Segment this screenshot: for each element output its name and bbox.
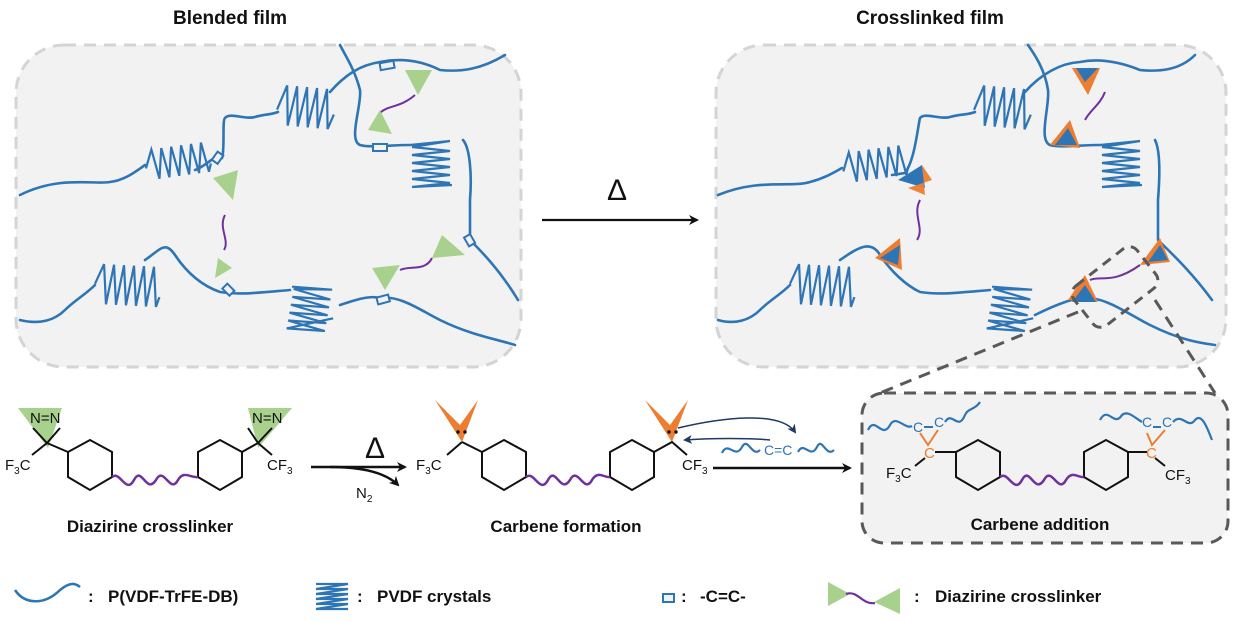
c-atom: C [1142, 414, 1152, 430]
pvdf-crystals [789, 85, 1143, 333]
carbene-structure: F3C CF3 Carbene formation [416, 400, 708, 536]
legend-label: Diazirine crosslinker [935, 587, 1102, 606]
carbene-c: C [1146, 445, 1157, 462]
carbene-addition-box: C C C F3C C C C CF3 Carbene addition [860, 391, 1230, 545]
c-atom: C [913, 419, 923, 435]
blended-film-title: Blended film [173, 8, 287, 29]
crosslink-junctions [875, 68, 1170, 302]
step1-label: Diazirine crosslinker [67, 517, 234, 536]
diazirine-structure: N=N N=N F3C CF3 Diazirine crosslinker [5, 408, 293, 536]
reaction-arrow-1: Δ N2 [311, 432, 407, 505]
cf3-right: CF3 [267, 457, 293, 477]
zoom-region-marker [1070, 245, 1160, 329]
c-atom: C [1162, 414, 1172, 430]
legend-sep: : [914, 587, 920, 606]
alkene-reactant: C=C [677, 417, 852, 473]
step3-label: Carbene addition [971, 515, 1110, 534]
legend-sep: : [357, 587, 363, 606]
legend-item-double-bond: : -C=C- [662, 587, 746, 606]
legend-item-crosslinker: : Diazirine crosslinker [828, 582, 1102, 614]
polymer-chain-icon [13, 582, 81, 603]
legend-label: P(VDF-TrFE-DB) [108, 587, 238, 606]
crosslinked-film-title: Crosslinked film [856, 8, 1004, 29]
legend: : P(VDF-TrFE-DB) : PVDF crystals : -C=C-… [13, 582, 1102, 614]
double-bond-markers [210, 59, 477, 306]
delta-symbol: Δ [365, 432, 385, 465]
pvdf-crystals [94, 84, 453, 333]
polymer-chains [716, 43, 1217, 347]
alkene-label: C=C [764, 442, 792, 458]
legend-label: PVDF crystals [377, 587, 491, 606]
legend-item-crystals: : PVDF crystals [315, 582, 491, 611]
nn-right: N=N [252, 410, 282, 427]
crosslinked-film-panel [714, 43, 1228, 369]
legend-sep: : [681, 587, 687, 606]
cf3-right: CF3 [1165, 467, 1191, 487]
c-atom: C [934, 414, 944, 430]
f3c-left: F3C [416, 457, 442, 477]
double-bond-icon [662, 593, 675, 603]
heat-arrow: Δ [542, 174, 699, 225]
f3c-left: F3C [886, 465, 912, 485]
pvdf-crystal-icon [315, 582, 349, 611]
legend-sep: : [88, 587, 94, 606]
n2-label: N2 [356, 485, 373, 505]
legend-label: -C=C- [700, 587, 746, 606]
cf3-right: CF3 [682, 457, 708, 477]
legend-item-polymer: : P(VDF-TrFE-DB) [13, 582, 238, 606]
diazirine-crosslinkers [213, 70, 465, 290]
f3c-left: F3C [5, 457, 31, 477]
zoom-guide-lines [879, 299, 1217, 395]
step2-label: Carbene formation [490, 517, 641, 536]
carbene-c: C [924, 445, 935, 462]
crosslinker-icon [828, 582, 900, 614]
nn-left: N=N [30, 410, 60, 427]
delta-symbol: Δ [607, 174, 627, 207]
blended-film-panel [14, 43, 523, 369]
